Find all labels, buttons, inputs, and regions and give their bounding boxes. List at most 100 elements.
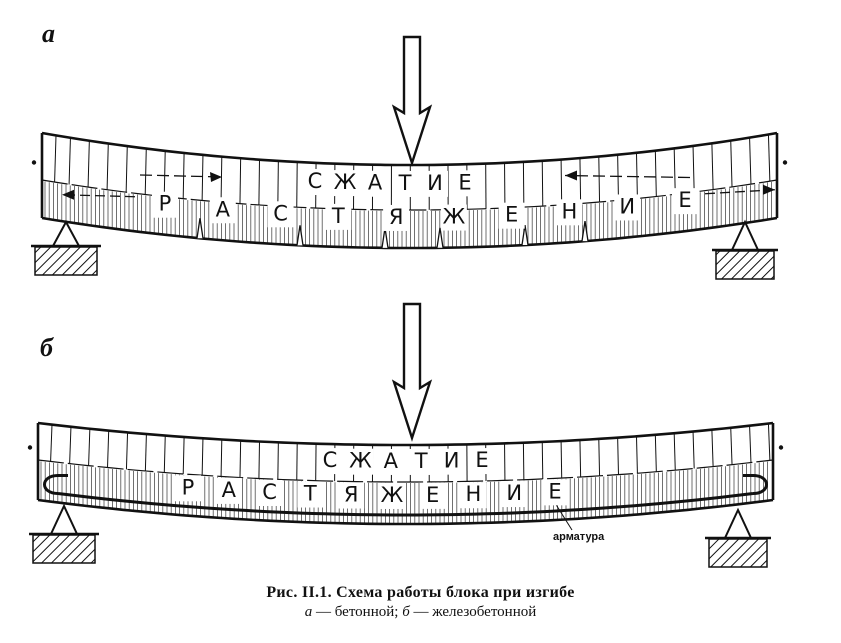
crack xyxy=(296,225,304,246)
support-triangle xyxy=(49,503,79,535)
compression-word-letter: А xyxy=(368,171,383,195)
fiber-line xyxy=(54,135,57,183)
tension-word-letter-bg xyxy=(256,479,283,506)
tension-word-letter-bg xyxy=(501,481,528,508)
tension-word-letter: Ж xyxy=(443,205,466,229)
tension-word-letter: Е xyxy=(678,188,691,212)
tension-word-letter: И xyxy=(506,481,522,505)
tension-word-letter-bg xyxy=(209,197,236,224)
fiber-line xyxy=(258,159,260,206)
tension-word-letter: Е xyxy=(548,479,561,503)
fiber-line xyxy=(767,134,771,182)
reinforcement-bar xyxy=(57,492,754,517)
caption-a-letter: а xyxy=(304,604,313,620)
fiber-line xyxy=(87,140,90,188)
caption-legend: а — бетонной; б — железобетонной xyxy=(0,604,841,621)
tension-word-letter-bg xyxy=(297,481,324,508)
fiber-line xyxy=(635,436,638,474)
fiber-line xyxy=(598,438,601,476)
reinforcement-hook-left xyxy=(43,474,68,496)
tension-word-letter-bg xyxy=(175,475,201,502)
tension-word-letter: С xyxy=(273,201,288,225)
arrowhead xyxy=(763,184,775,195)
fiber-line xyxy=(560,441,563,479)
caption-title: Рис. II.1. Схема работы блока при изгибе xyxy=(266,584,575,601)
fiber-line xyxy=(163,435,166,473)
fiber-line xyxy=(560,159,563,205)
support-hatch xyxy=(708,538,768,568)
fiber-line xyxy=(68,137,71,185)
compression-word-letter: Ж xyxy=(334,170,357,194)
tension-word-letter-bg xyxy=(419,482,446,509)
fiber-line xyxy=(711,143,714,190)
tension-word-letter-bg xyxy=(325,203,352,230)
support-triangle xyxy=(723,507,753,539)
fiber-line xyxy=(239,440,242,478)
caption-b-text: — железобетонной xyxy=(409,604,537,620)
fiber-line xyxy=(730,140,733,188)
neutral-axis xyxy=(37,459,774,483)
tension-word-letter: А xyxy=(216,197,231,221)
fiber-line xyxy=(541,441,544,479)
tension-word-letter: Я xyxy=(389,205,404,229)
fiber-line xyxy=(692,145,695,193)
tension-word-letter-bg xyxy=(542,479,568,506)
fiber-line xyxy=(579,440,582,478)
tension-word-letter: А xyxy=(222,478,237,502)
fiber-line xyxy=(106,143,109,190)
panel-a-label: а xyxy=(42,19,55,48)
fiber-line xyxy=(654,150,657,197)
fiber-line xyxy=(579,158,582,204)
crack xyxy=(581,221,589,242)
tension-word-letter: Р xyxy=(182,475,195,499)
beam-top-edge xyxy=(41,131,778,167)
tension-word-letter-bg xyxy=(215,477,242,504)
compression-word-letter: И xyxy=(444,449,460,473)
supports-b xyxy=(29,503,771,568)
fiber-line xyxy=(541,160,544,207)
fiber-line xyxy=(692,431,695,469)
compression-word-letter: Т xyxy=(414,449,428,473)
fiber-line xyxy=(654,434,657,472)
fiber-line xyxy=(617,154,619,201)
fiber-line xyxy=(277,160,279,207)
compression-word-letter-bg xyxy=(422,170,448,197)
tension-word-letter-bg xyxy=(556,199,583,226)
caption-b-letter: б xyxy=(402,604,410,620)
compression-arrow-left xyxy=(139,174,223,178)
compression-word-letter-bg xyxy=(347,448,374,475)
fiber-line xyxy=(125,432,129,470)
end-dot xyxy=(778,445,784,450)
load-arrow xyxy=(391,302,433,442)
support-triangle xyxy=(730,219,760,251)
tension-word-letter-bg xyxy=(383,204,410,231)
arrowhead xyxy=(62,189,74,200)
panel-b-label: б xyxy=(40,333,54,362)
compression-word-letter-bg xyxy=(392,170,418,197)
compression-word-letter-bg xyxy=(332,170,358,197)
fiber-line xyxy=(239,158,242,204)
beam-bottom-edge xyxy=(37,498,774,526)
tension-word-letter-bg xyxy=(378,482,405,509)
tension-word-letter-bg xyxy=(440,204,467,231)
fiber-line xyxy=(749,137,752,185)
compression-arrow-right xyxy=(564,174,691,179)
fiber-line xyxy=(673,433,676,471)
compression-word-letter-bg xyxy=(302,169,328,196)
compression-word-letter: Е xyxy=(475,448,488,472)
fiber-line xyxy=(617,437,619,475)
figure-caption: Рис. II.1. Схема работы блока при изгибе… xyxy=(0,584,841,621)
reinforcement-leader xyxy=(554,502,573,531)
compression-word-letter: С xyxy=(323,448,338,472)
tension-word-letter: Я xyxy=(344,483,359,507)
tension-arrow-right xyxy=(704,189,776,195)
fiber-line xyxy=(749,425,752,463)
fiber-line xyxy=(258,441,260,479)
arrowhead xyxy=(210,171,222,182)
caption-a-text: — бетонной; xyxy=(312,604,403,620)
fiber-line xyxy=(125,146,128,193)
fiber-line xyxy=(88,428,91,466)
compression-word-letter-bg xyxy=(362,170,388,197)
end-dot xyxy=(31,160,37,165)
